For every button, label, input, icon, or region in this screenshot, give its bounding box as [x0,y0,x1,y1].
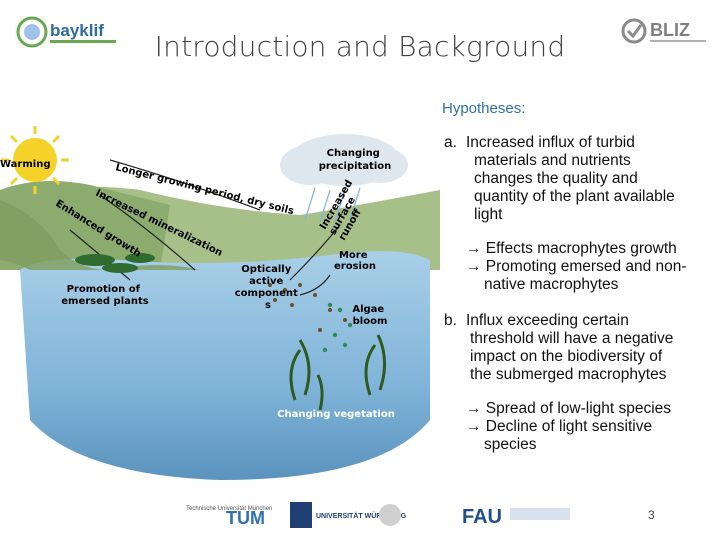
hyp-a-effect: native macrophytes [484,276,619,293]
hyp-a-line: quantity of the plant available [474,188,675,205]
hypothesis-a-text: Increased influx of turbid materials and… [466,134,706,224]
submerged-vegetation [289,334,386,411]
sun-icon [1,126,69,194]
hyp-a-effect: → Promoting emersed and non- [466,258,687,275]
label-optically-active: Optically active component s [235,264,302,311]
hyp-b-line: impact on the biodiversity of [470,348,663,365]
cloud-icon [280,134,408,186]
page-number: 3 [648,508,655,522]
bliz-logo-text: BLIZ [650,20,690,40]
label-changing-precipitation: Changing precipitation [319,148,392,172]
tum-text-logo: Technische Universität München [186,506,272,512]
emersed-plants [75,253,155,273]
rain-lines [304,187,361,223]
label-warming: Warming [0,159,50,170]
hyp-a-line: Increased influx of turbid [466,134,635,151]
label-algae-bloom: Algae bloom [352,304,387,327]
wuerzburg-logo: UNIVERSITÄT WÜRZBURG [316,511,407,520]
algae-dots [322,302,353,353]
suspended-particles [268,283,347,332]
lake-water [20,251,430,480]
hypothesis-b-text: Influx exceeding certain threshold will … [466,312,706,384]
partner-logos: Technische Universität München TUM UNIVE… [186,502,570,528]
fau-logo: FAU [462,506,502,528]
hypotheses-heading: Hypotheses: [442,100,526,117]
hypothesis-b-effects: → Spread of low-light species → Decline … [466,400,706,454]
page-title: Introduction and Background [154,30,566,63]
hyp-b-line: threshold will have a negative [470,330,674,347]
hyp-a-line: changes the quality and [474,170,638,187]
tum-logo: TUM [226,508,265,528]
hypothesis-a-marker: a. [444,134,457,151]
lake-diagram: Warming Changing precipitation Longer gr… [0,126,440,480]
hyp-b-effect: → Decline of light sensitive [466,418,653,435]
label-promotion: Promotion of emersed plants [61,284,149,307]
bayklif-logo-text: bayklif [50,21,104,40]
hyp-a-line: light [474,206,503,223]
hypothesis-b-marker: b. [444,312,457,329]
label-changing-vegetation: Changing vegetation [277,409,395,420]
label-more-erosion: More erosion [334,250,376,272]
hyp-a-effect: → Effects macrophytes growth [466,240,677,257]
bayklif-logo: bayklif [16,16,116,48]
hypothesis-a-effects: → Effects macrophytes growth → Promoting… [466,240,706,294]
hyp-b-effect: species [484,436,537,453]
hyp-b-line: the submerged macrophytes [470,366,667,383]
bliz-logo: BLIZ [621,18,706,44]
hyp-b-line: Influx exceeding certain [466,312,629,329]
hyp-b-effect: → Spread of low-light species [466,400,672,417]
hyp-a-line: materials and nutrients [474,152,631,169]
